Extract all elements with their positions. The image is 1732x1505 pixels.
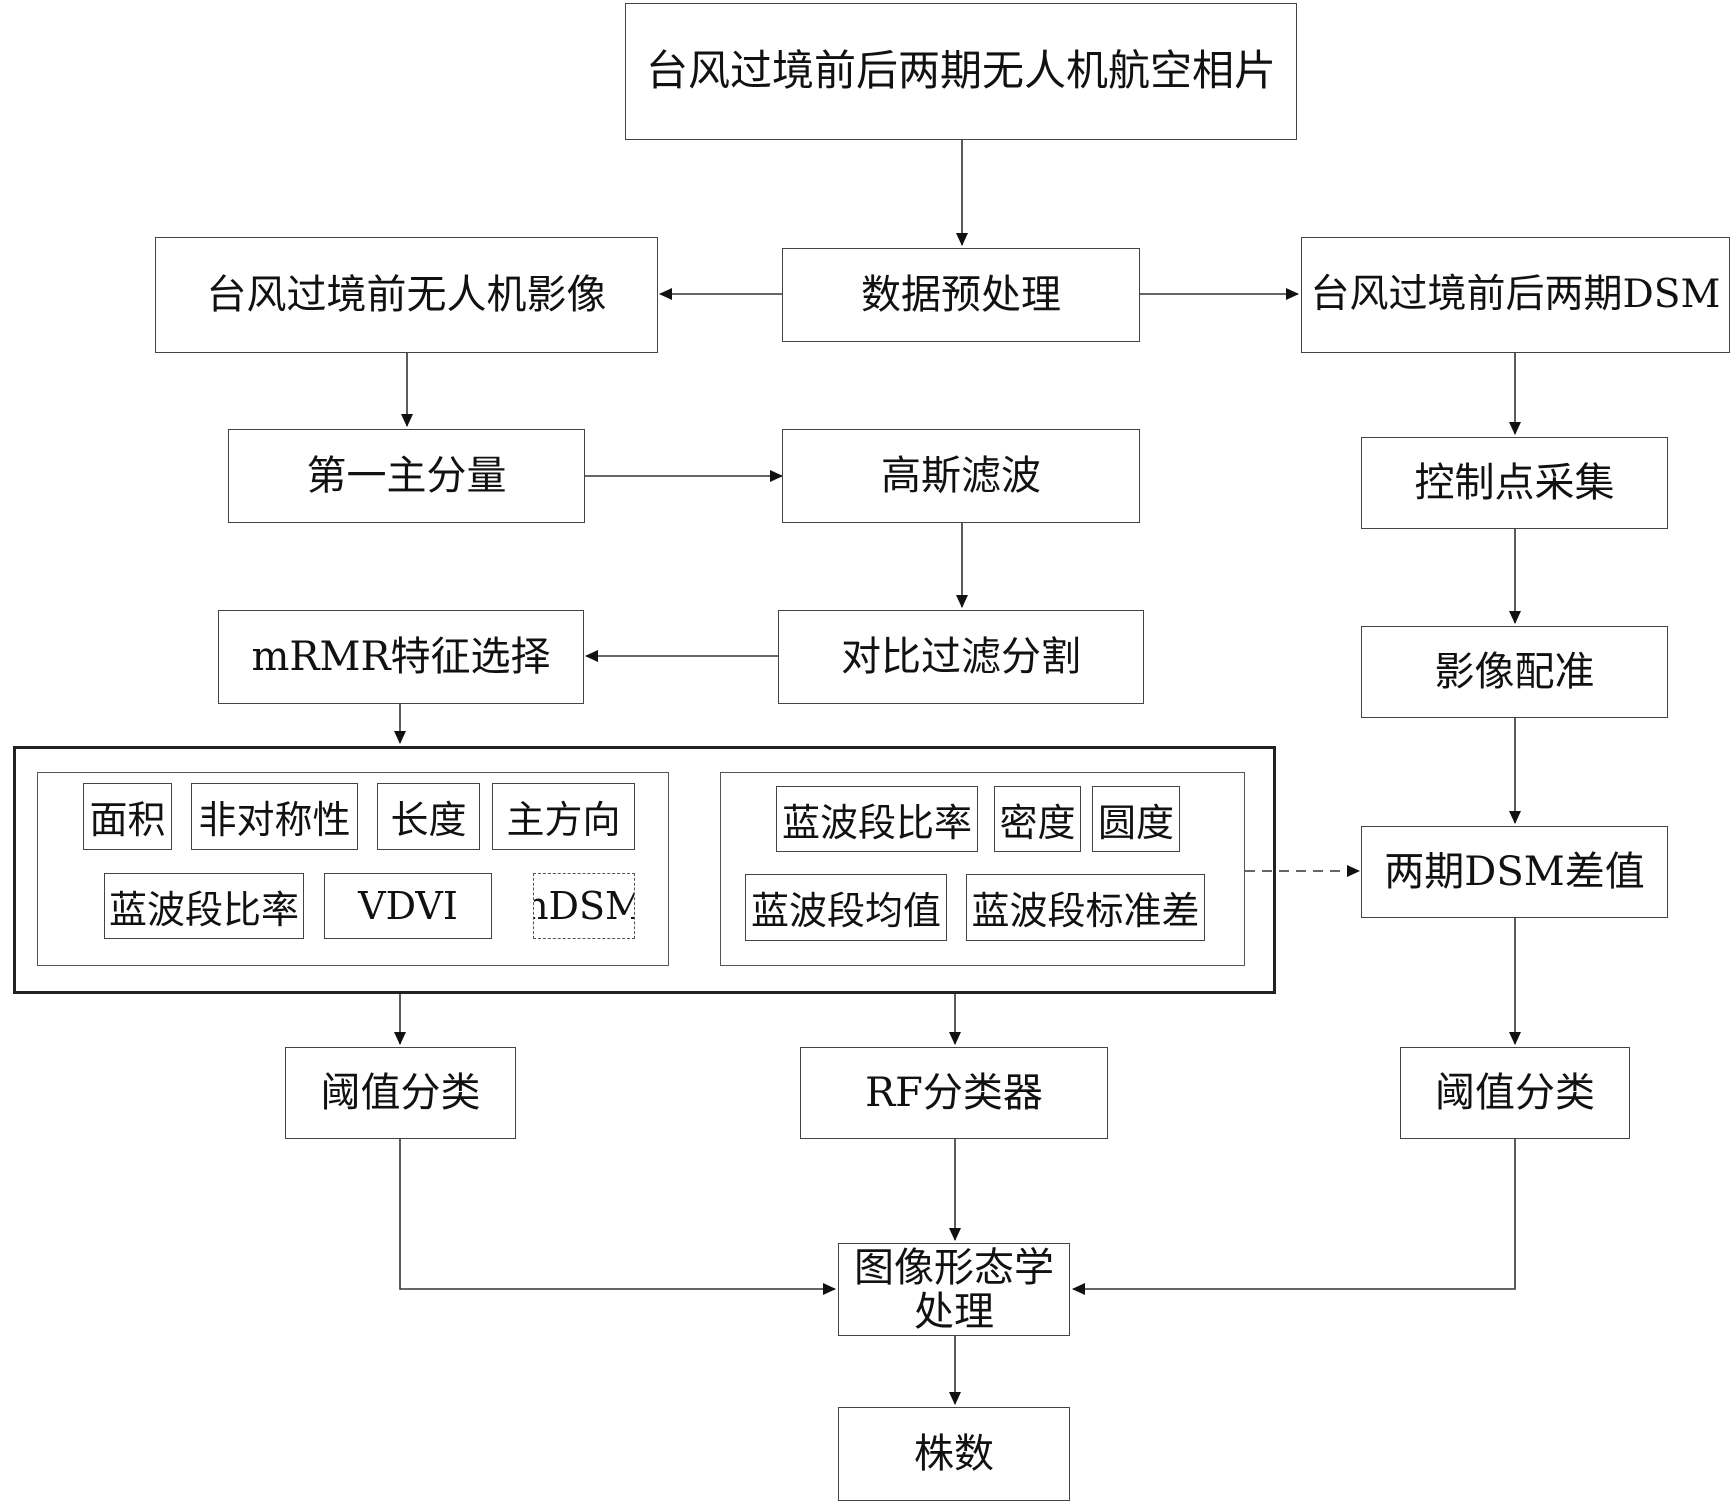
plant-count-node: 株数 bbox=[838, 1407, 1070, 1501]
feature-main-direction: 主方向 bbox=[492, 783, 635, 850]
feature-density: 密度 bbox=[994, 786, 1081, 852]
feature-blue-std: 蓝波段标准差 bbox=[966, 874, 1205, 941]
feature-blue-ratio-right: 蓝波段比率 bbox=[776, 786, 978, 852]
pca1-node: 第一主分量 bbox=[228, 429, 585, 523]
feature-set-group bbox=[13, 746, 1276, 994]
feature-asymmetry: 非对称性 bbox=[191, 783, 358, 850]
gauss-node: 高斯滤波 bbox=[782, 429, 1140, 523]
feature-ndsm: nDSM bbox=[533, 873, 635, 939]
morphology-line-2: 处理 bbox=[914, 1288, 994, 1335]
feature-vdvi: VDVI bbox=[324, 873, 492, 939]
feature-roundness: 圆度 bbox=[1092, 786, 1180, 852]
preprocess-node: 数据预处理 bbox=[782, 248, 1140, 342]
threshold-classify-left-node: 阈值分类 bbox=[285, 1047, 516, 1139]
feature-blue-ratio-left: 蓝波段比率 bbox=[104, 873, 304, 939]
threshold-features-panel bbox=[37, 772, 669, 966]
morphology-node: 图像形态学 处理 bbox=[838, 1243, 1070, 1336]
morphology-line-1: 图像形态学 bbox=[854, 1244, 1054, 1291]
feature-area: 面积 bbox=[83, 783, 172, 850]
segment-node: 对比过滤分割 bbox=[778, 610, 1144, 704]
edge-thresh-right-morph bbox=[1072, 1138, 1516, 1295]
rf-classifier-node: RF分类器 bbox=[800, 1047, 1108, 1139]
rf-features-panel bbox=[720, 772, 1245, 966]
gcp-node: 控制点采集 bbox=[1361, 437, 1668, 529]
pre-image-node: 台风过境前无人机影像 bbox=[155, 237, 658, 353]
edge-thresh-left-morph bbox=[399, 1138, 836, 1295]
dsm-diff-node: 两期DSM差值 bbox=[1361, 826, 1668, 918]
feature-blue-mean: 蓝波段均值 bbox=[745, 874, 947, 941]
source-node: 台风过境前后两期无人机航空相片 bbox=[625, 3, 1297, 140]
dsm-pair-node: 台风过境前后两期DSM bbox=[1301, 237, 1730, 353]
threshold-classify-right-node: 阈值分类 bbox=[1400, 1047, 1630, 1139]
register-node: 影像配准 bbox=[1361, 626, 1668, 718]
feature-length: 长度 bbox=[377, 783, 480, 850]
mrmr-node: mRMR特征选择 bbox=[218, 610, 584, 704]
